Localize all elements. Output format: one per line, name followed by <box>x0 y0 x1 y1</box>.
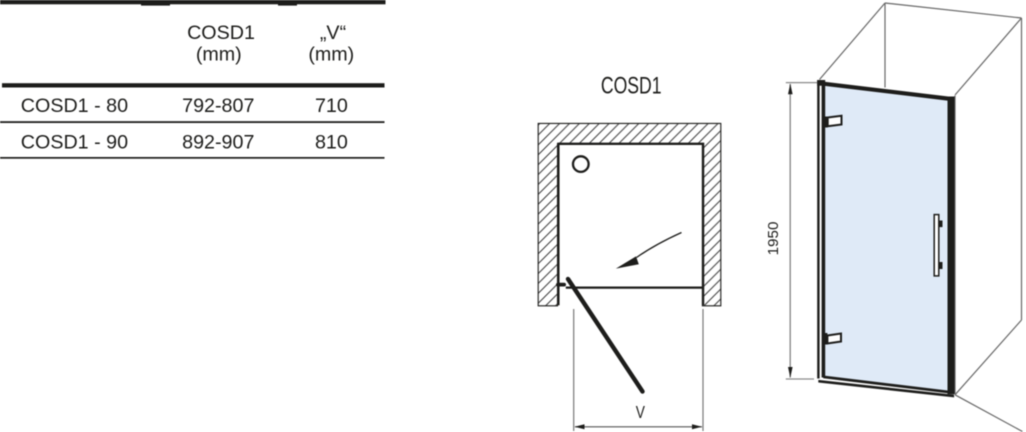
svg-text:1950: 1950 <box>765 222 782 256</box>
svg-text:792-807: 792-807 <box>182 95 254 117</box>
svg-text:892-907: 892-907 <box>182 132 254 154</box>
svg-text:COSD1 - 90: COSD1 - 90 <box>21 132 128 154</box>
svg-text:(mm): (mm) <box>196 44 242 66</box>
svg-text:710: 710 <box>315 95 348 117</box>
svg-text:COSD1: COSD1 <box>187 22 255 44</box>
svg-text:COSD1: COSD1 <box>601 72 662 100</box>
svg-text:COSD1 - 80: COSD1 - 80 <box>21 95 128 117</box>
svg-text:(mm): (mm) <box>308 44 354 66</box>
svg-text:„V“: „V“ <box>320 22 346 44</box>
svg-text:810: 810 <box>315 132 348 154</box>
svg-text:V: V <box>636 404 646 423</box>
